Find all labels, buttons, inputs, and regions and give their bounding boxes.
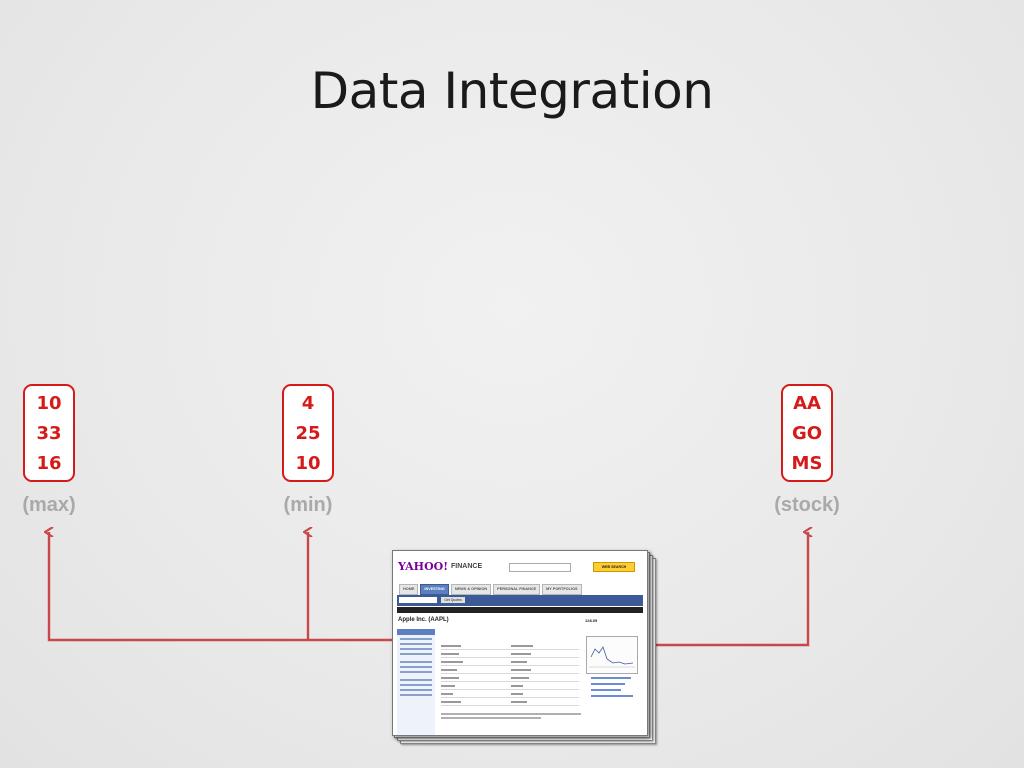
yahoo-tab: HOME — [399, 584, 419, 595]
min-caption: (min) — [283, 494, 333, 516]
stock-values-box: AA GO MS — [781, 384, 833, 482]
stock-value: AA — [793, 393, 821, 414]
yahoo-tab: INVESTING — [420, 584, 449, 595]
min-values-box: 4 25 10 — [282, 384, 334, 482]
source-webpage-stack: YAHOO! FINANCE WEB SEARCH HOME INVESTING… — [392, 550, 656, 744]
max-value: 33 — [36, 423, 62, 444]
yahoo-sidebar — [397, 629, 435, 735]
yahoo-web-search-button: WEB SEARCH — [593, 562, 635, 572]
get-quotes-button: Get Quotes — [441, 597, 465, 603]
connector-to-stock — [648, 532, 808, 647]
company-name: Apple Inc. (AAPL) — [398, 617, 449, 623]
yahoo-tab: PERSONAL FINANCE — [493, 584, 541, 595]
yahoo-finance-screenshot: YAHOO! FINANCE WEB SEARCH HOME INVESTING… — [392, 550, 648, 736]
stock-caption: (stock) — [774, 494, 840, 516]
quote-bar — [397, 595, 643, 606]
yahoo-nav-tabs: HOME INVESTING NEWS & OPINION PERSONAL F… — [399, 584, 582, 595]
yahoo-tab: MY PORTFOLIOS — [542, 584, 582, 595]
max-value: 16 — [36, 453, 62, 474]
max-value: 10 — [36, 393, 62, 414]
min-value: 4 — [301, 393, 315, 414]
connector-to-max — [49, 532, 392, 642]
mini-stock-chart — [586, 636, 638, 674]
slide-title: Data Integration — [310, 62, 714, 120]
max-caption: (max) — [22, 494, 76, 516]
ticker-strip — [397, 607, 643, 613]
yahoo-finance-label: FINANCE — [451, 563, 483, 570]
quote-input — [399, 597, 437, 603]
yahoo-logo: YAHOO! — [398, 560, 449, 573]
stock-value: MS — [791, 453, 823, 474]
yahoo-tab: NEWS & OPINION — [450, 584, 492, 595]
min-value: 25 — [295, 423, 321, 444]
min-value: 10 — [295, 453, 321, 474]
yahoo-search-input — [509, 563, 571, 572]
last-price: 128.09 — [585, 618, 598, 623]
max-values-box: 10 33 16 — [23, 384, 75, 482]
stock-value: GO — [791, 423, 823, 444]
